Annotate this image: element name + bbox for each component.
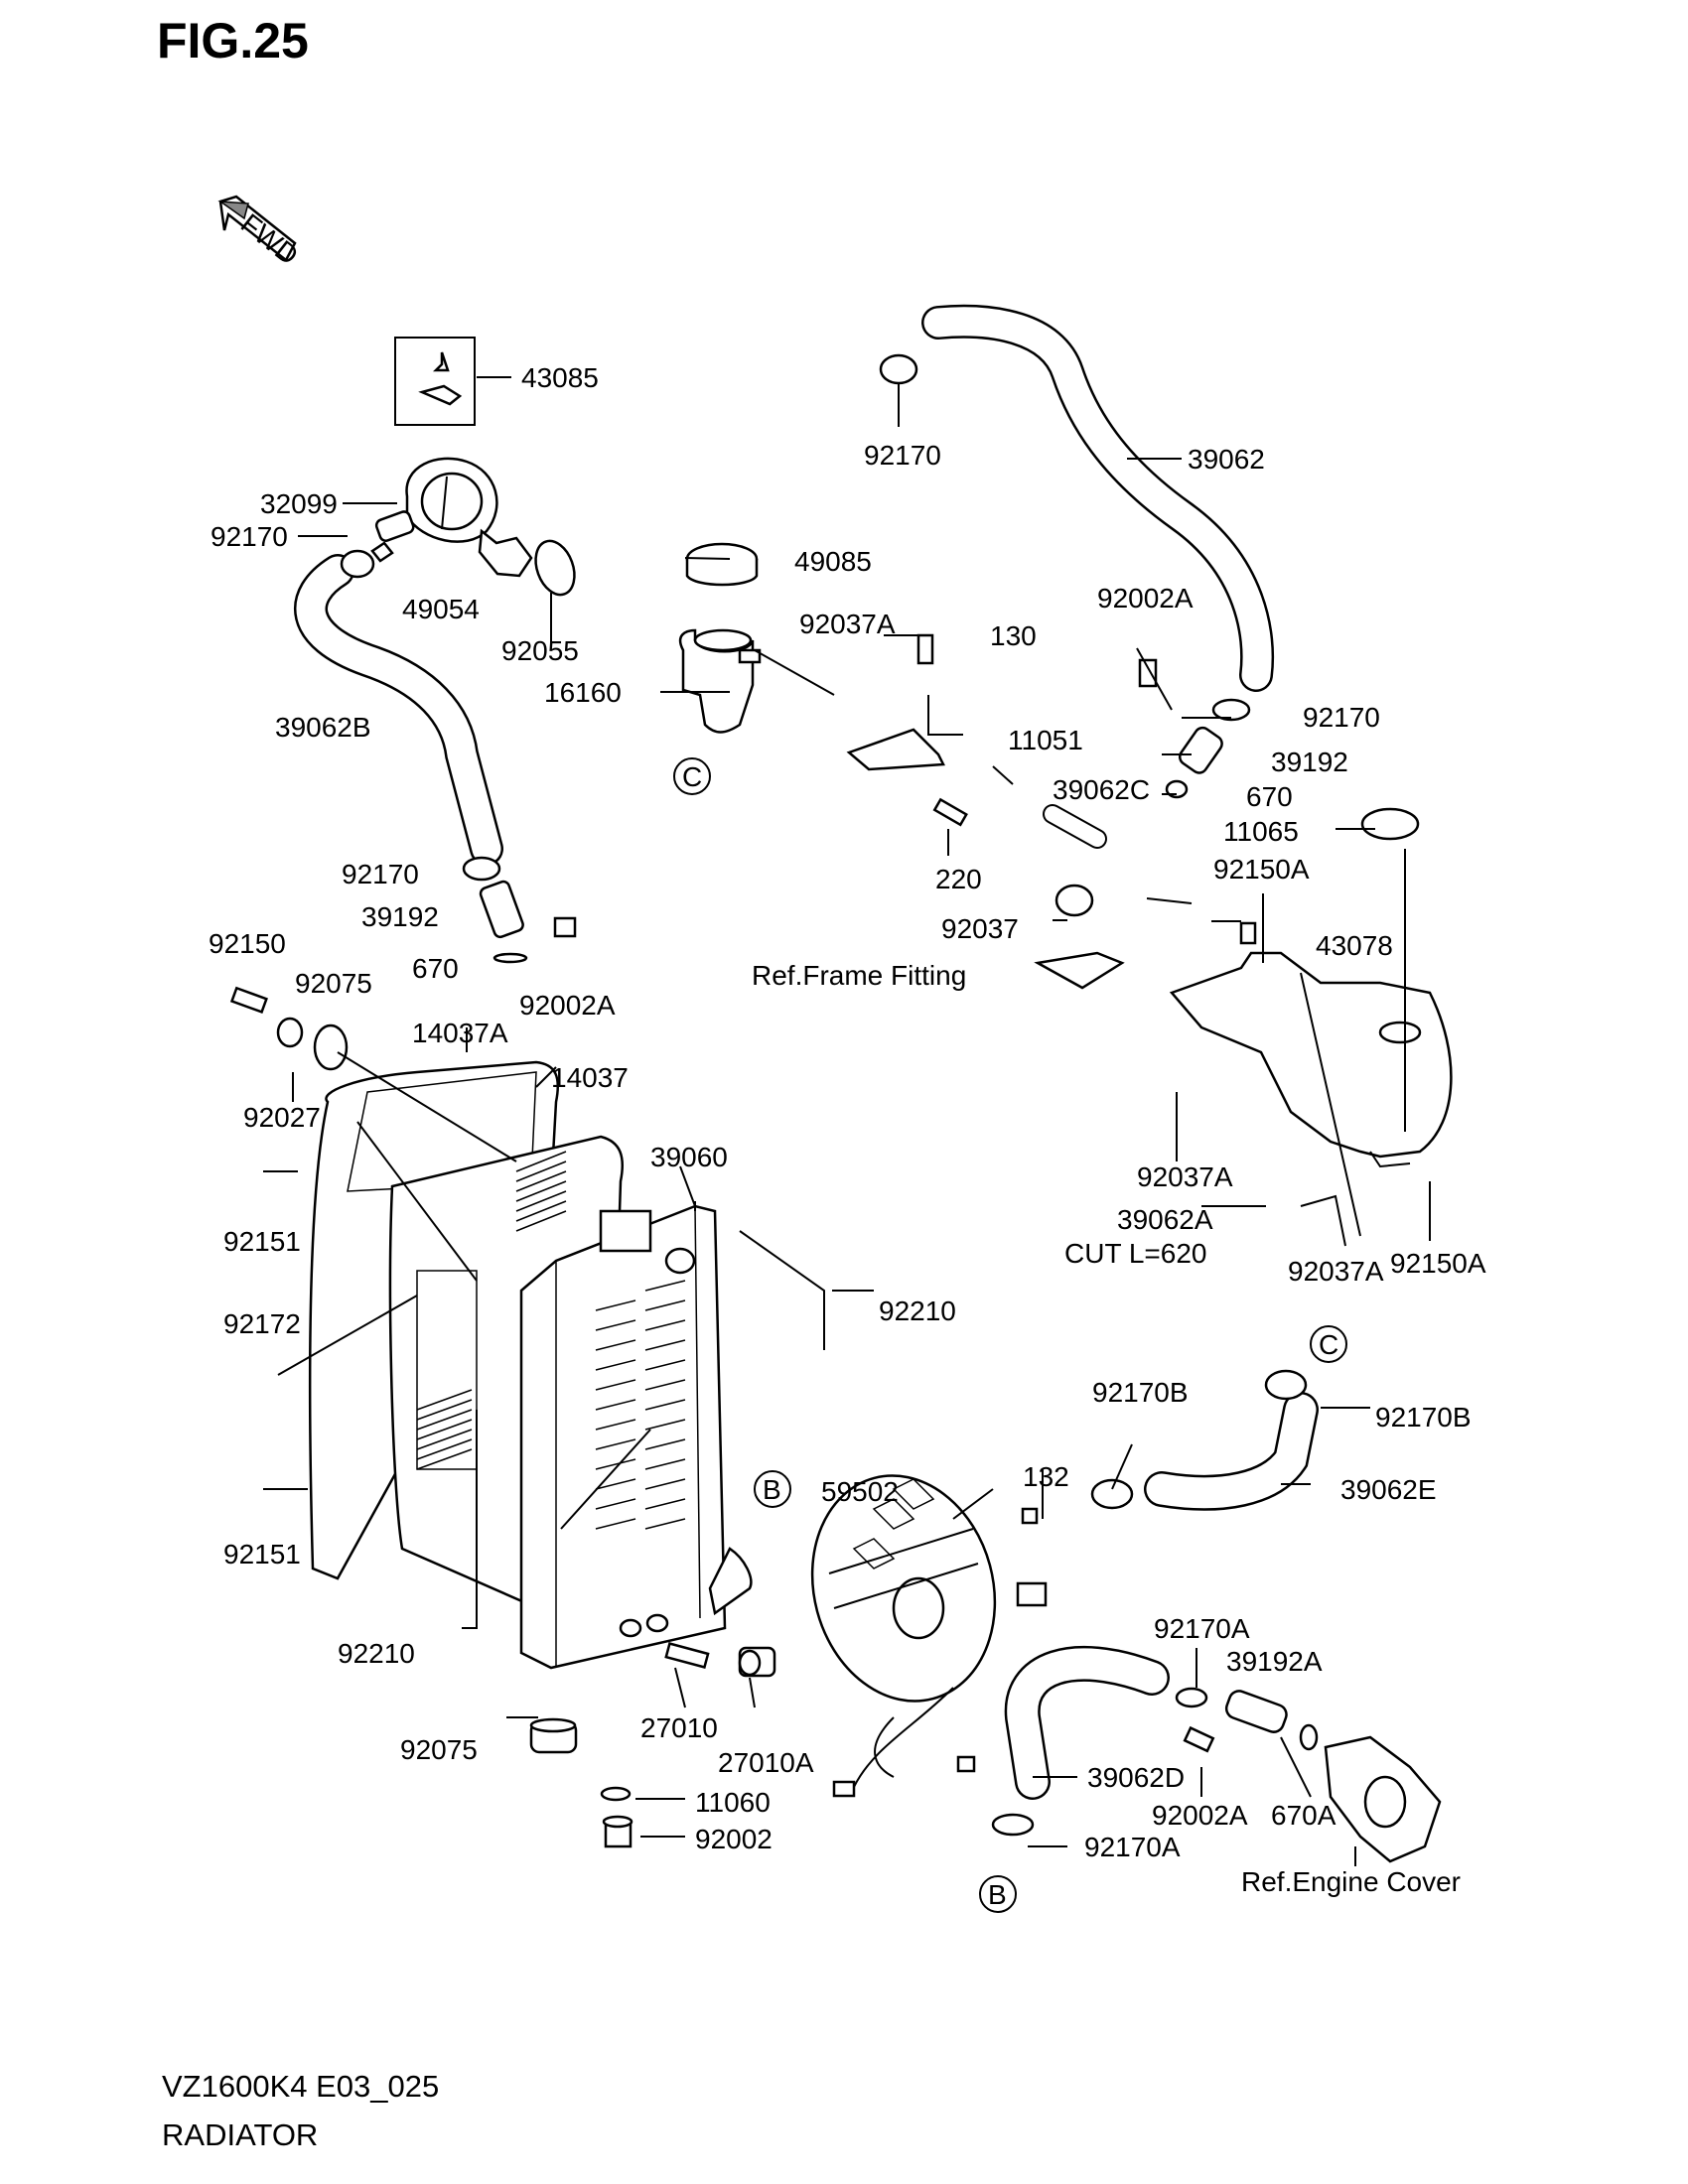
- callout-cut-length: CUT L=620: [1064, 1238, 1206, 1269]
- callout-ref-frame-fitting: Ref.Frame Fitting: [752, 960, 966, 991]
- callout-59502: 59502: [821, 1476, 899, 1507]
- callout-11060: 11060: [695, 1787, 771, 1818]
- callout-92037: 92037: [941, 913, 1019, 944]
- callout-92170-c: 92170: [342, 859, 419, 889]
- radiator-fins: [595, 1280, 686, 1530]
- callout-92075-1: 92075: [295, 968, 372, 999]
- callout-14037: 14037: [551, 1062, 629, 1093]
- figure-title: FIG.25: [157, 13, 309, 68]
- ref-marker-b1: B: [763, 1474, 781, 1505]
- callout-92170A-2: 92170A: [1084, 1832, 1181, 1862]
- reservoir-tank: [1169, 951, 1453, 1168]
- fwd-arrow-icon: FWD: [217, 195, 304, 271]
- callout-132: 132: [1023, 1461, 1069, 1492]
- callout-49054: 49054: [402, 594, 480, 624]
- reference-markers: C C B B: [673, 757, 1347, 1913]
- callout-11051: 11051: [1008, 725, 1083, 755]
- callout-92055: 92055: [501, 635, 579, 666]
- callout-92002: 92002: [695, 1824, 773, 1854]
- callout-92170B-2: 92170B: [1375, 1402, 1472, 1433]
- callout-92170B-1: 92170B: [1092, 1377, 1189, 1408]
- ref-marker-c2: C: [1319, 1329, 1338, 1360]
- callout-92151-2: 92151: [223, 1539, 301, 1570]
- callout-670-2: 670: [412, 953, 459, 984]
- callout-39192-1: 39192: [1271, 747, 1348, 777]
- callout-92170-top: 92170: [864, 440, 941, 471]
- callout-670-1: 670: [1246, 781, 1293, 812]
- callout-49085: 49085: [794, 546, 872, 577]
- callout-92037A-1: 92037A: [799, 609, 896, 639]
- callout-92150A-1: 92150A: [1213, 854, 1310, 885]
- callout-220: 220: [935, 864, 982, 894]
- callout-27010: 27010: [640, 1712, 718, 1743]
- callout-ref-engine-cover: Ref.Engine Cover: [1241, 1866, 1461, 1897]
- callout-92002A-1: 92002A: [1097, 583, 1194, 614]
- hose-39062D: [1004, 1646, 1170, 1800]
- callout-11065: 11065: [1223, 816, 1299, 847]
- thermostat-housing: [370, 337, 576, 597]
- fwd-arrow-label: FWD: [235, 207, 304, 271]
- callout-43078: 43078: [1316, 930, 1393, 961]
- callout-39062B: 39062B: [275, 712, 371, 743]
- callout-39192-2: 39192: [361, 901, 439, 932]
- callout-39062D: 39062D: [1087, 1762, 1185, 1793]
- callout-92002A-3: 92002A: [1152, 1800, 1248, 1831]
- callout-32099: 32099: [260, 488, 338, 519]
- callout-92170-a: 92170: [211, 521, 288, 552]
- callout-39062A: 39062A: [1117, 1204, 1213, 1235]
- hose-39062: [921, 304, 1275, 692]
- callout-43085: 43085: [521, 362, 599, 393]
- callout-92151-1: 92151: [223, 1226, 301, 1257]
- callout-92170A-1: 92170A: [1154, 1613, 1250, 1644]
- callout-670A: 670A: [1271, 1800, 1336, 1831]
- temperature-switches: [664, 1642, 776, 1678]
- hose-39062B: [294, 554, 503, 866]
- callout-92037A-2: 92037A: [1137, 1161, 1233, 1192]
- leader-lines: [263, 376, 1431, 1866]
- ref-marker-c1: C: [682, 761, 702, 792]
- filler-neck: [678, 542, 762, 734]
- diagram-code: VZ1600K4 E03_025: [162, 2069, 440, 2104]
- radiator-core: [519, 1204, 753, 1670]
- callout-14037A: 14037A: [412, 1018, 508, 1048]
- callout-92037A-3: 92037A: [1288, 1256, 1384, 1287]
- callout-130: 130: [990, 620, 1037, 651]
- engine-cover: [991, 1369, 1442, 1863]
- callout-labels: 43085 32099 92170 92170 39062 49054 9205…: [209, 362, 1486, 1897]
- callout-16160: 16160: [544, 677, 622, 708]
- callout-92002A-2: 92002A: [519, 990, 616, 1021]
- cooling-fan: [810, 1474, 1048, 1798]
- callout-92027: 92027: [243, 1102, 321, 1133]
- callout-92150A-2: 92150A: [1390, 1248, 1486, 1279]
- callout-39062E: 39062E: [1340, 1474, 1437, 1505]
- callout-39060: 39060: [650, 1142, 728, 1172]
- callout-92170-b: 92170: [1303, 702, 1380, 733]
- callout-92075-2: 92075: [400, 1734, 478, 1765]
- callout-92150: 92150: [209, 928, 286, 959]
- drain-parts: [529, 1717, 633, 1848]
- callout-39062C: 39062C: [1053, 774, 1150, 805]
- ref-marker-b2: B: [988, 1879, 1007, 1910]
- small-parts: [229, 353, 1420, 1071]
- callout-27010A: 27010A: [718, 1747, 814, 1778]
- callout-92172: 92172: [223, 1308, 301, 1339]
- callout-39192A: 39192A: [1226, 1646, 1323, 1677]
- shroud-mesh: [416, 1151, 567, 1470]
- callout-92210-1: 92210: [879, 1296, 956, 1326]
- callout-39062: 39062: [1188, 444, 1265, 475]
- hose-39062E: [1144, 1392, 1319, 1511]
- diagram-name: RADIATOR: [162, 2117, 319, 2152]
- callout-92210-2: 92210: [338, 1638, 415, 1669]
